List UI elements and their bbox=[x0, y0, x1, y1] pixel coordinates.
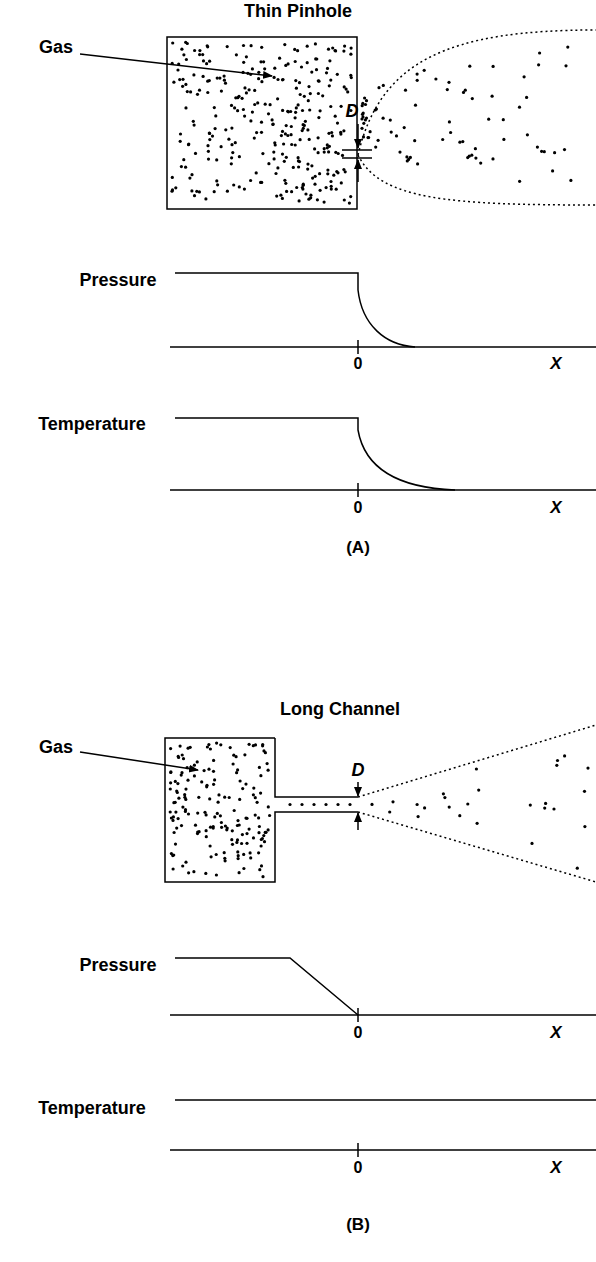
axis-label: X bbox=[550, 499, 561, 518]
temperature-curve bbox=[175, 1099, 596, 1101]
part-label: Gas bbox=[39, 38, 73, 58]
axis-tick: 0 bbox=[354, 499, 363, 517]
gas-box-channel bbox=[165, 738, 358, 882]
plume-outline bbox=[358, 155, 596, 205]
axis-tick: 0 bbox=[354, 355, 363, 373]
part-label: Gas bbox=[39, 738, 73, 758]
plume-outline bbox=[358, 30, 596, 155]
axis-label: X bbox=[550, 1159, 561, 1178]
axis-tick: 0 bbox=[354, 1024, 363, 1042]
leader-line bbox=[80, 54, 272, 76]
temperature-curve bbox=[175, 418, 455, 490]
axis-label: Temperature bbox=[38, 1099, 146, 1119]
panel-caption: (B) bbox=[346, 1216, 370, 1235]
axis-label: X bbox=[550, 355, 561, 374]
axis-label: X bbox=[550, 1024, 561, 1043]
pressure-curve bbox=[175, 273, 415, 347]
axis-tick: 0 bbox=[354, 1159, 363, 1177]
panel-caption: (A) bbox=[346, 539, 370, 558]
axis-label: Pressure bbox=[79, 271, 156, 291]
axis-label: Temperature bbox=[38, 415, 146, 435]
panel-title: Long Channel bbox=[280, 700, 400, 720]
gas-box bbox=[167, 37, 357, 209]
axis-label: Pressure bbox=[79, 956, 156, 976]
panel-title: Thin Pinhole bbox=[244, 2, 352, 22]
pressure-curve bbox=[175, 958, 358, 1015]
dimension-label: D bbox=[346, 102, 359, 122]
dimension-label: D bbox=[352, 761, 365, 781]
leader-line bbox=[80, 752, 198, 770]
